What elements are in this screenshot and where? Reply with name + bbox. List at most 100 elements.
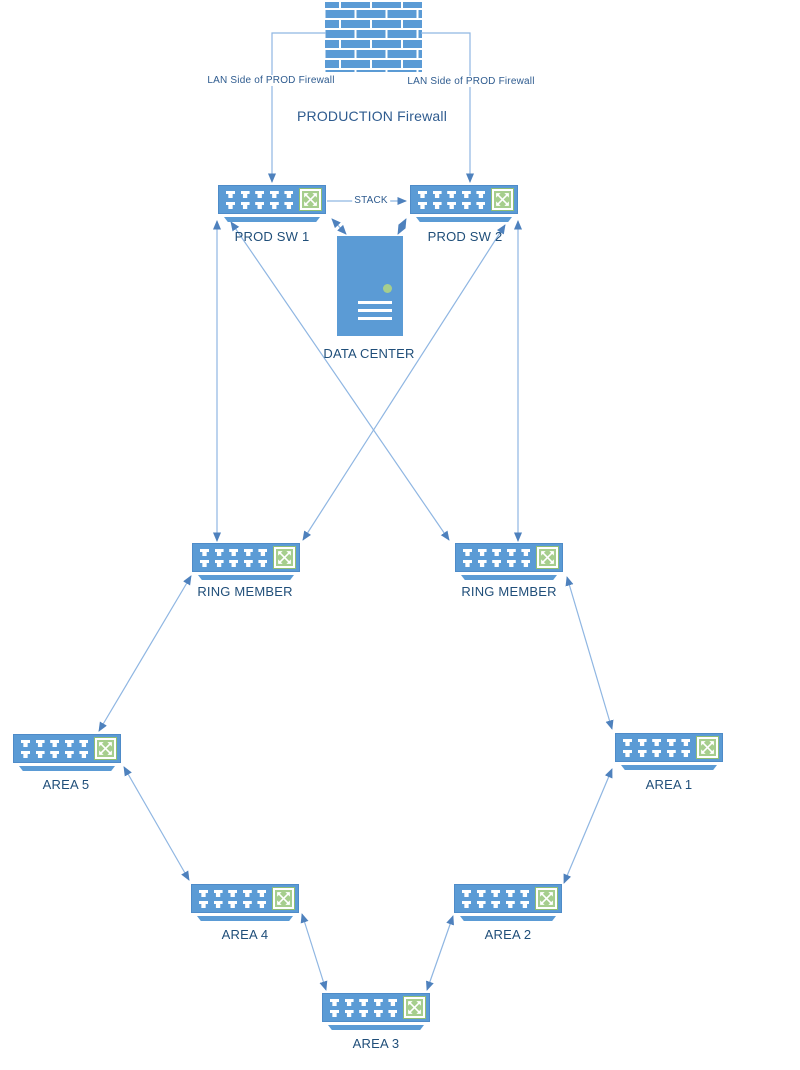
switch-chassis [191,884,299,913]
port-icon [505,901,515,908]
port-icon [240,191,250,198]
switch-chassis [615,733,723,762]
switch-base [328,1025,424,1030]
switch-ports [418,191,486,209]
stack-link-label: STACK [352,195,390,206]
port-icon [226,202,235,209]
port-icon [447,202,457,209]
port-icon [666,739,676,746]
port-icon [666,750,676,757]
switch-ports [330,999,398,1017]
crossed-arrows-icon [536,546,559,569]
edge-ringleft-area5 [98,575,192,732]
port-icon [623,750,632,757]
port-icon [681,750,691,757]
port-icon [462,890,471,897]
switch-ports [199,890,267,908]
port-icon [418,202,427,209]
port-icon [461,191,471,198]
port-icon [373,999,383,1006]
port-icon [359,1010,369,1017]
port-icon [228,901,238,908]
label-ring-member-right: RING MEMBER [461,584,557,599]
crossed-arrows-icon [696,736,719,759]
crossed-arrows-icon [535,887,558,910]
edge-firewall-prodsw2 [421,32,475,183]
port-icon [269,191,279,198]
port-icon [213,901,223,908]
label-prod-sw-1: PROD SW 1 [234,229,310,244]
power-led-icon [383,284,392,293]
port-icon [214,560,224,567]
port-icon [79,740,89,747]
node-area-5 [13,734,121,771]
port-icon [330,1010,339,1017]
port-icon [637,739,647,746]
port-icon [681,739,691,746]
edge-area1-ringright [565,576,614,730]
port-icon [50,751,60,758]
port-icon [506,549,516,556]
edge-prodsw2-datacenter [397,218,407,235]
edge-prodsw1-datacenter [331,218,347,235]
port-icon [520,890,530,897]
node-ring-member-left [192,543,300,580]
port-icon [432,202,442,209]
port-icon [79,751,89,758]
edge-area4-area3 [300,913,328,991]
lan-side-label-left: LAN Side of PROD Firewall [204,75,338,86]
label-area-1: AREA 1 [645,777,693,792]
server-vent-icon [358,301,392,304]
switch-chassis [455,543,563,572]
port-icon [476,191,486,198]
port-icon [21,751,30,758]
port-icon [214,549,224,556]
switch-ports [462,890,530,908]
port-icon [199,901,208,908]
node-area-4 [191,884,299,921]
switch-base [224,217,320,222]
label-prod-sw-2: PROD SW 2 [427,229,503,244]
port-icon [462,901,471,908]
switch-chassis [454,884,562,913]
server-vent-icon [358,309,392,312]
switch-base [460,916,556,921]
switch-ports [623,739,691,757]
label-area-2: AREA 2 [484,927,532,942]
port-icon [344,999,354,1006]
port-icon [64,740,74,747]
port-icon [240,202,250,209]
node-prod-sw-2 [410,185,518,222]
port-icon [432,191,442,198]
label-data-center: DATA CENTER [323,346,415,361]
node-ring-member-right [455,543,563,580]
port-icon [284,191,294,198]
switch-ports [463,549,531,567]
port-icon [242,890,252,897]
port-icon [243,549,253,556]
port-icon [476,202,486,209]
port-icon [652,739,662,746]
lan-side-label-right: LAN Side of PROD Firewall [404,76,538,87]
label-area-4: AREA 4 [221,927,269,942]
port-icon [477,560,487,567]
port-icon [477,549,487,556]
label-area-3: AREA 3 [352,1036,400,1051]
port-icon [64,751,74,758]
port-icon [229,560,239,567]
switch-base [198,575,294,580]
port-icon [255,202,265,209]
port-icon [388,999,398,1006]
port-icon [213,890,223,897]
switch-base [197,916,293,921]
port-icon [476,890,486,897]
node-data-center [337,236,403,336]
crossed-arrows-icon [273,546,296,569]
crossed-arrows-icon [94,737,117,760]
switch-base [19,766,115,771]
port-icon [461,202,471,209]
port-icon [491,901,501,908]
port-icon [652,750,662,757]
port-icon [257,890,267,897]
port-icon [255,191,265,198]
